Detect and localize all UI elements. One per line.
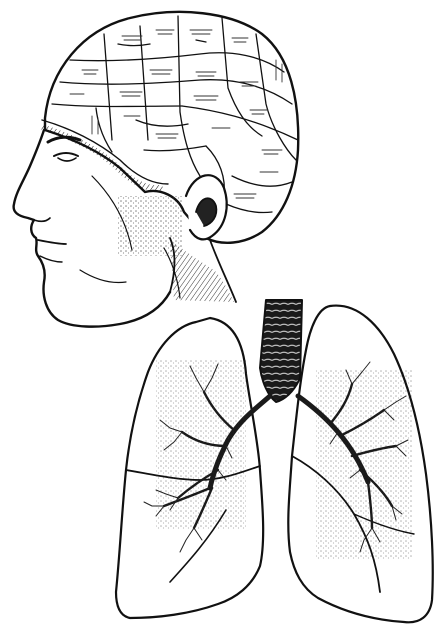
lungs-icon [116,300,433,622]
phrenology-head-icon [14,12,299,327]
trachea [260,300,302,402]
